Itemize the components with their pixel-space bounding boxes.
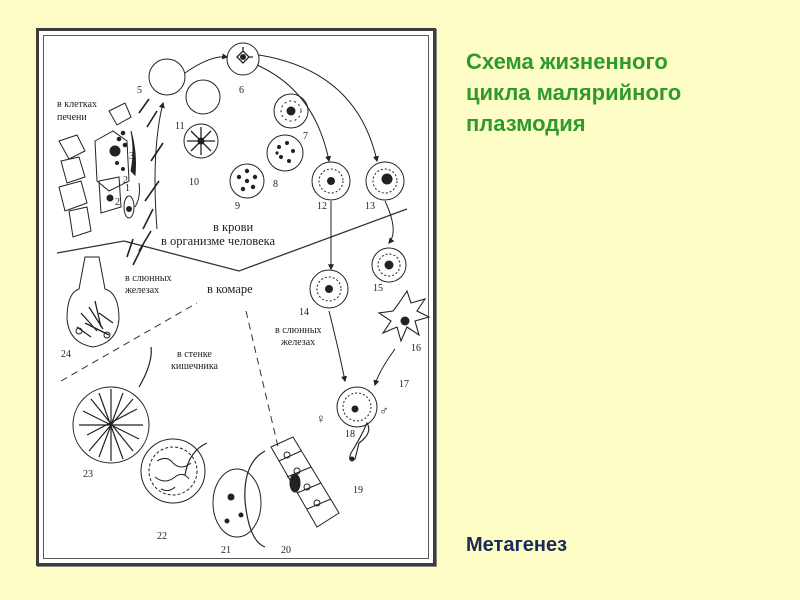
- diagram-frame: ♀ ♂: [36, 28, 436, 566]
- label-mosquito: в комаре: [207, 282, 253, 296]
- arrow-13-to-15: [384, 200, 395, 244]
- slide-title-line3: плазмодия: [466, 111, 586, 136]
- label-gut-line1: в стенке: [177, 349, 212, 360]
- label-blood-line1: в крови: [213, 220, 254, 234]
- stage-number-9: 9: [235, 201, 240, 212]
- stage-number-17: 17: [399, 379, 409, 390]
- slide-title: Схема жизненного цикла малярийного плазм…: [466, 46, 786, 139]
- male-symbol: ♂: [379, 403, 389, 418]
- stage-number-18: 18: [345, 429, 355, 440]
- stage-number-3: 3: [129, 151, 134, 162]
- stage-number-16: 16: [411, 343, 421, 354]
- label-liver-line1: в клетках: [57, 99, 97, 110]
- stage-number-23: 23: [83, 469, 93, 480]
- human-mosquito-boundary: [56, 208, 408, 272]
- stage-number-5: 5: [137, 85, 142, 96]
- gut-boundary-left: [60, 302, 198, 382]
- label-salivary-left-line2: железах: [124, 285, 159, 296]
- arrow-14-to-18: [328, 310, 348, 383]
- arrow-6-to-13: [258, 54, 379, 163]
- stage-number-1: 1: [125, 183, 130, 194]
- stage-number-22: 22: [157, 531, 167, 542]
- gut-wall-stages: [72, 346, 340, 548]
- zone-labels: в клетках печени в крови в организме чел…: [57, 99, 322, 372]
- label-gut-line2: кишечника: [171, 361, 219, 372]
- stage-number-10: 10: [189, 177, 199, 188]
- stage-number-21: 21: [221, 545, 231, 556]
- diagram-inner-border: [43, 35, 429, 559]
- sporozoite-strokes: [126, 98, 164, 266]
- stage-number-7: 7: [303, 131, 308, 142]
- stage-number-2a: 2: [123, 175, 128, 186]
- stage-number-2b: 2: [115, 197, 120, 208]
- female-symbol: ♀: [316, 411, 326, 426]
- zone-dividers: [56, 208, 408, 452]
- stage-number-14: 14: [299, 307, 309, 318]
- mosquito-stages: [309, 247, 431, 462]
- stage-number-19: 19: [353, 485, 363, 496]
- stage-number-13: 13: [365, 201, 375, 212]
- stage-number-12: 12: [317, 201, 327, 212]
- blood-stages: [148, 42, 309, 199]
- label-blood-line2: в организме человека: [161, 234, 276, 248]
- label-salivary-left-line1: в слюнных: [125, 273, 172, 284]
- stage-number-20: 20: [281, 545, 291, 556]
- label-liver-line2: печени: [57, 112, 87, 123]
- stage-number-11: 11: [175, 121, 185, 132]
- liver-cells: [58, 102, 140, 238]
- arrow-16-to-18: [373, 348, 396, 387]
- slide-title-line1: Схема жизненного: [466, 49, 668, 74]
- stage-number-6: 6: [239, 85, 244, 96]
- stage-numbers: 1 2 2 3 5 6 7 8 9 10 11 12 13 14 15 16 1…: [61, 85, 421, 556]
- stage-number-15: 15: [373, 283, 383, 294]
- slide-subtitle: Метагенез: [466, 534, 568, 556]
- arrow-6-to-12: [256, 64, 331, 163]
- arrow-blood-cycle: [184, 53, 229, 74]
- gametocytes: [311, 161, 405, 201]
- stage-number-24: 24: [61, 349, 71, 360]
- slide-title-line2: цикла малярийного: [466, 80, 682, 105]
- stage-number-8: 8: [273, 179, 278, 190]
- arrow-liver-to-blood: [154, 101, 165, 230]
- salivary-gland: [66, 256, 120, 348]
- label-salivary-right-line2: железах: [280, 337, 315, 348]
- malaria-life-cycle-diagram: ♀ ♂: [56, 42, 431, 556]
- label-salivary-right-line1: в слюнных: [275, 325, 322, 336]
